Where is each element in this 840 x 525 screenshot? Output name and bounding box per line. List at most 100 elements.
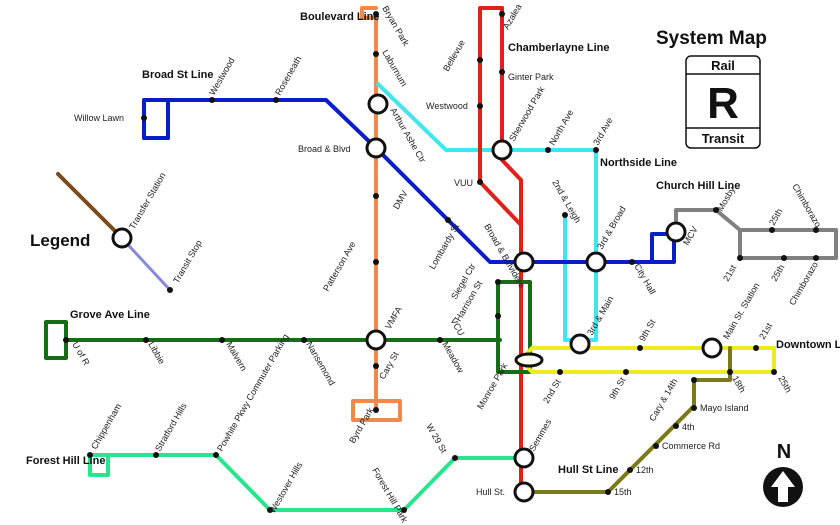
legend-stop-dot bbox=[167, 287, 173, 293]
stop-forest-hill-park[interactable] bbox=[401, 507, 407, 513]
label-18th: 18th bbox=[730, 374, 747, 394]
stop-malvern[interactable] bbox=[219, 337, 225, 343]
stop-15th[interactable] bbox=[605, 489, 611, 495]
label-third-broad: 3rd & Broad bbox=[595, 204, 628, 251]
line-label-hullst: Hull St Line bbox=[558, 464, 619, 476]
stop-ninth-st-b[interactable] bbox=[623, 369, 629, 375]
stop-chimborazo-b[interactable] bbox=[813, 255, 819, 261]
stop-westwood-w[interactable] bbox=[209, 97, 215, 103]
label-lombardy: Lombardy St bbox=[427, 221, 461, 271]
stop-north-ave[interactable] bbox=[545, 147, 551, 153]
label-powhite: Powhite Pkwy Commuter Parking bbox=[215, 332, 290, 453]
label-cary-st: Cary St bbox=[377, 350, 401, 381]
stop-ninth-st-a[interactable] bbox=[637, 345, 643, 351]
stop-12th[interactable] bbox=[627, 467, 633, 473]
stop-azalea[interactable] bbox=[499, 11, 505, 17]
transfer-mcv[interactable] bbox=[665, 221, 687, 243]
stop-patterson[interactable] bbox=[373, 259, 379, 265]
broad-st-line-terminus-loop bbox=[142, 98, 170, 140]
stop-laburnum[interactable] bbox=[373, 51, 379, 57]
transfer-broad-blvd[interactable] bbox=[365, 137, 387, 159]
stop-mosby[interactable] bbox=[713, 207, 719, 213]
legend-transfer-circle bbox=[111, 227, 133, 249]
stop-second-leigh[interactable] bbox=[562, 212, 568, 218]
stop-byrd-park[interactable] bbox=[373, 407, 379, 413]
label-laburnum: Laburnum bbox=[380, 48, 409, 88]
stop-4th[interactable] bbox=[673, 423, 679, 429]
stop-third-ave[interactable] bbox=[593, 147, 599, 153]
stop-city-hall[interactable] bbox=[629, 259, 635, 265]
transfer-vmfa[interactable] bbox=[365, 329, 387, 351]
stop-powhite[interactable] bbox=[213, 452, 219, 458]
transfer-hull-st[interactable] bbox=[513, 481, 535, 503]
stop-25th-b[interactable] bbox=[781, 255, 787, 261]
church-hill-line-route bbox=[674, 208, 838, 260]
label-bryan-park: Bryan Park bbox=[380, 4, 411, 48]
stop-meadow[interactable] bbox=[437, 337, 443, 343]
stop-libbie[interactable] bbox=[143, 337, 149, 343]
stop-25th-d[interactable] bbox=[771, 369, 777, 375]
stop-25th-a[interactable] bbox=[769, 227, 775, 233]
label-forest-hill-park: Forest Hill Park bbox=[370, 466, 410, 525]
transfer-third-main[interactable] bbox=[569, 333, 591, 355]
stop-nansemond[interactable] bbox=[301, 337, 307, 343]
line-label-foresthill: Forest Hill Line bbox=[26, 455, 105, 467]
stop-roseneath[interactable] bbox=[273, 97, 279, 103]
label-hull-st: Hull St. bbox=[476, 487, 505, 497]
stop-westover[interactable] bbox=[267, 507, 273, 513]
label-malvern: Malvern bbox=[224, 340, 249, 373]
label-chippenham: Chippenham bbox=[89, 402, 123, 451]
stop-ginter-park[interactable] bbox=[499, 69, 505, 75]
stop-willow-lawn[interactable] bbox=[141, 115, 147, 121]
stop-21st-d[interactable] bbox=[753, 345, 759, 351]
label-ninth-st-a: 9th St bbox=[637, 317, 658, 343]
line-label-northside: Northside Line bbox=[600, 157, 677, 169]
transfer-main-st-station[interactable] bbox=[701, 337, 723, 359]
stop-lombardy[interactable] bbox=[445, 217, 451, 223]
transfer-semmes[interactable] bbox=[513, 447, 535, 469]
grove-ave-line-downtown-loop bbox=[496, 280, 532, 374]
transfer-monroe-park[interactable] bbox=[514, 352, 544, 368]
forest-hill-line-terminus-loop bbox=[88, 453, 110, 477]
label-stratford-hills: Stratford Hills bbox=[153, 401, 189, 453]
label-azalea: Azalea bbox=[501, 2, 523, 31]
stop-18th[interactable] bbox=[727, 369, 733, 375]
logo-bottom-text: Transit bbox=[702, 131, 745, 146]
stop-westwood-n[interactable] bbox=[477, 103, 483, 109]
transfer-third-broad[interactable] bbox=[585, 251, 607, 273]
stop-commerce-rd[interactable] bbox=[653, 443, 659, 449]
stop-bellevue[interactable] bbox=[477, 57, 483, 63]
label-city-hall: City Hall bbox=[632, 262, 657, 296]
line-label-downtown: Downtown Line bbox=[776, 339, 840, 351]
transfer-broad-belvidere[interactable] bbox=[513, 251, 535, 273]
stop-chippenham[interactable] bbox=[87, 452, 93, 458]
stop-w29[interactable] bbox=[452, 455, 458, 461]
stop-cary-st[interactable] bbox=[373, 363, 379, 369]
stop-siegel[interactable] bbox=[495, 279, 501, 285]
label-12th: 12th bbox=[636, 465, 654, 475]
stop-bryan-park[interactable] bbox=[373, 11, 379, 17]
stop-cary-14th[interactable] bbox=[691, 377, 697, 383]
label-commerce-rd: Commerce Rd bbox=[662, 441, 720, 451]
label-main-st-station: Main St. Station bbox=[721, 281, 761, 341]
northside-line-route bbox=[376, 82, 598, 342]
stop-chimborazo-a[interactable] bbox=[813, 227, 819, 233]
forest-hill-line-route bbox=[106, 453, 523, 512]
stop-vcu[interactable] bbox=[495, 313, 501, 319]
label-15th: 15th bbox=[614, 487, 632, 497]
transfer-sherwood-park[interactable] bbox=[491, 139, 513, 161]
stop-mayo-island[interactable] bbox=[691, 405, 697, 411]
stop-dmv[interactable] bbox=[373, 193, 379, 199]
stop-vuu[interactable] bbox=[477, 179, 483, 185]
stop-second-st[interactable] bbox=[557, 369, 563, 375]
transfer-arthur-ashe[interactable] bbox=[367, 93, 389, 115]
label-u-of-r: U of R bbox=[70, 340, 92, 368]
stop-stratford-hills[interactable] bbox=[153, 452, 159, 458]
label-willow-lawn: Willow Lawn bbox=[74, 113, 124, 123]
downtown-line-route bbox=[519, 346, 776, 374]
stop-u-of-r[interactable] bbox=[63, 337, 69, 343]
label-third-ave: 3rd Ave bbox=[591, 116, 615, 147]
label-chimborazo-b: Chimborazo bbox=[787, 260, 820, 307]
compass-arrow-icon bbox=[771, 471, 795, 502]
stop-21st-b[interactable] bbox=[737, 255, 743, 261]
